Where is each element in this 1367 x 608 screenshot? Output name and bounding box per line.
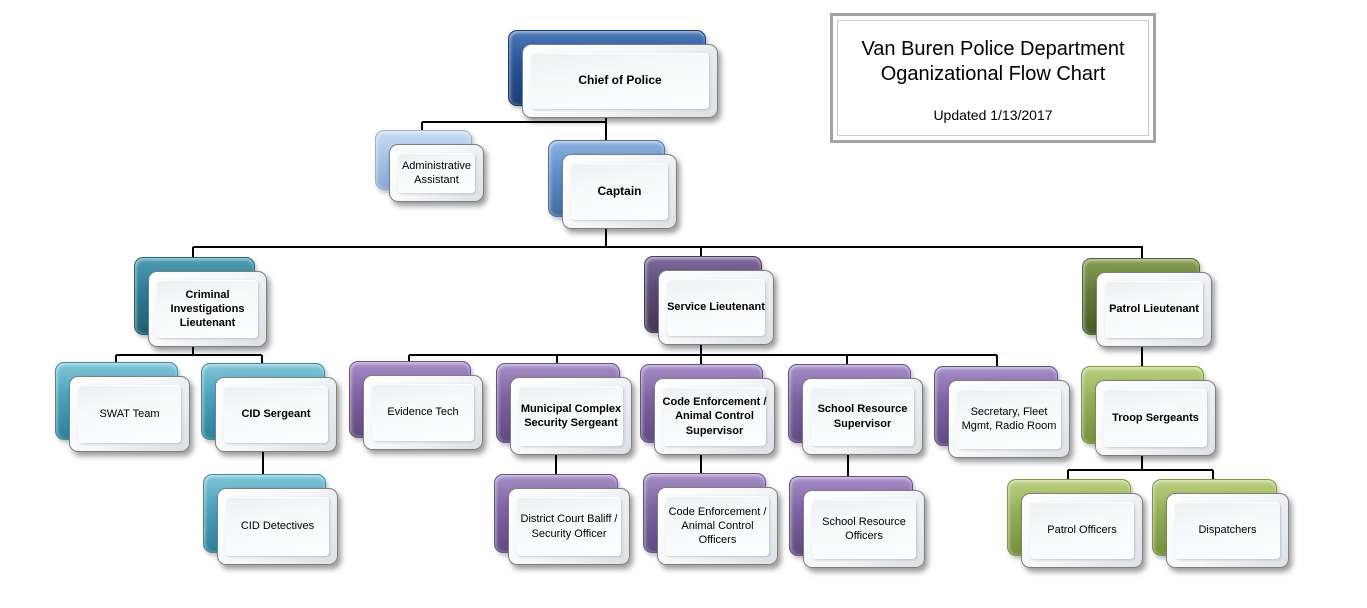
node-face: Captain: [562, 154, 677, 229]
node-face: Administrative Assistant: [389, 144, 484, 202]
node-label: Code Enforcement / Animal Control Superv…: [662, 396, 767, 437]
node-face: SWAT Team: [69, 376, 190, 452]
node-label: CID Detectives: [240, 520, 315, 533]
connector-line: [421, 122, 423, 132]
org-node-chief-of-police: Chief of Police: [508, 30, 718, 118]
connector-line: [1141, 247, 1143, 259]
connector-line: [556, 355, 558, 364]
connector-line: [1068, 469, 1213, 471]
node-label: Dispatchers: [1198, 524, 1257, 537]
node-label: SWAT Team: [99, 407, 160, 420]
connector-line: [408, 355, 410, 362]
connector-line: [996, 355, 998, 367]
org-node-dispatchers: Dispatchers: [1152, 479, 1289, 568]
node-label: Administrative Assistant: [401, 159, 472, 186]
connector-line: [116, 354, 262, 356]
node-label: Evidence Tech: [387, 406, 459, 419]
node-label: Code Enforcement / Animal Control Office…: [668, 505, 767, 547]
node-face: Code Enforcement / Animal Control Superv…: [654, 378, 775, 455]
org-node-cid-detectives: CID Detectives: [203, 474, 338, 565]
connector-line: [1212, 470, 1214, 480]
node-label: Captain: [597, 183, 642, 198]
chart-title-line1: Van Buren Police Department: [861, 38, 1125, 60]
node-label: Patrol Lieutenant: [1109, 303, 1199, 316]
connector-line: [605, 118, 607, 141]
connector-line: [261, 355, 263, 364]
connector-line: [192, 347, 194, 356]
node-face: District Court Baliff / Security Officer: [508, 488, 630, 565]
connector-line: [1141, 347, 1143, 367]
connector-line: [846, 355, 848, 364]
node-label: Secretary, Fleet Mgmt, Radio Room: [961, 405, 1057, 432]
node-face: Patrol Officers: [1021, 493, 1143, 568]
connector-line: [409, 354, 997, 356]
org-node-captain: Captain: [548, 140, 677, 229]
connector-line: [1141, 456, 1143, 470]
org-node-patrol-lieutenant: Patrol Lieutenant: [1082, 258, 1212, 347]
node-face: Municipal Complex Security Sergeant: [510, 377, 632, 455]
node-label: Criminal Investigations Lieutenant: [170, 288, 245, 330]
connector-line: [422, 121, 607, 123]
node-label: School Resource Supervisor: [817, 403, 908, 430]
node-face: Troop Sergeants: [1095, 380, 1216, 456]
node-label: Patrol Officers: [1047, 524, 1117, 537]
connector-line: [555, 455, 557, 475]
node-face: Patrol Lieutenant: [1096, 272, 1212, 347]
org-node-evidence-tech: Evidence Tech: [349, 361, 483, 450]
org-node-service-lieutenant: Service Lieutenant: [644, 256, 774, 345]
node-face: School Resource Supervisor: [802, 378, 923, 455]
node-face: Chief of Police: [522, 44, 718, 118]
connector-line: [193, 246, 1143, 248]
node-face: Secretary, Fleet Mgmt, Radio Room: [948, 380, 1070, 458]
org-node-cid-sergeant: CID Sergeant: [201, 363, 337, 452]
chart-title-box: Van Buren Police Department Oganizationa…: [830, 13, 1156, 143]
connector-line: [700, 455, 702, 474]
connector-line: [1067, 470, 1069, 480]
node-face: Service Lieutenant: [658, 270, 774, 345]
connector-line: [115, 355, 117, 363]
org-node-troop-sergeants: Troop Sergeants: [1081, 366, 1216, 456]
org-node-district-court-baliff-security-officer: District Court Baliff / Security Officer: [494, 474, 630, 565]
org-node-swat-team: SWAT Team: [55, 362, 190, 452]
org-node-patrol-officers: Patrol Officers: [1007, 479, 1143, 568]
node-face: Code Enforcement / Animal Control Office…: [657, 487, 778, 565]
node-label: Chief of Police: [578, 73, 662, 88]
chart-updated-date: Updated 1/13/2017: [933, 107, 1053, 123]
org-node-school-resource-officers: School Resource Officers: [789, 476, 925, 568]
node-label: District Court Baliff / Security Officer: [520, 513, 618, 540]
connector-line: [192, 247, 194, 259]
node-face: CID Detectives: [217, 488, 338, 565]
node-label: CID Sergeant: [241, 408, 311, 421]
org-node-code-enforcement-animal-control-officers: Code Enforcement / Animal Control Office…: [643, 473, 778, 565]
connector-line: [605, 229, 607, 248]
node-label: Service Lieutenant: [667, 301, 765, 314]
connector-line: [700, 247, 702, 257]
node-face: Evidence Tech: [363, 375, 483, 450]
connector-line: [847, 455, 849, 477]
node-face: Dispatchers: [1166, 493, 1289, 568]
org-node-school-resource-supervisor: School Resource Supervisor: [788, 364, 923, 455]
connector-line: [262, 452, 264, 475]
chart-title-inner-frame: Van Buren Police Department Oganizationa…: [837, 20, 1149, 136]
node-label: Troop Sergeants: [1112, 411, 1199, 424]
org-node-municipal-complex-security-sergeant: Municipal Complex Security Sergeant: [496, 363, 632, 455]
node-face: School Resource Officers: [803, 490, 925, 568]
node-label: School Resource Officers: [822, 515, 906, 542]
org-node-secretary-fleet-mgmt-radio-room: Secretary, Fleet Mgmt, Radio Room: [934, 366, 1070, 458]
node-face: CID Sergeant: [215, 377, 337, 452]
org-node-administrative-assistant: Administrative Assistant: [375, 130, 484, 202]
chart-title-line2: Oganizational Flow Chart: [880, 63, 1106, 85]
node-label: Municipal Complex Security Sergeant: [520, 402, 622, 429]
org-node-code-enforcement-animal-control-supervisor: Code Enforcement / Animal Control Superv…: [640, 364, 775, 455]
node-face: Criminal Investigations Lieutenant: [148, 271, 267, 347]
org-node-criminal-investigations-lieutenant: Criminal Investigations Lieutenant: [134, 257, 267, 347]
